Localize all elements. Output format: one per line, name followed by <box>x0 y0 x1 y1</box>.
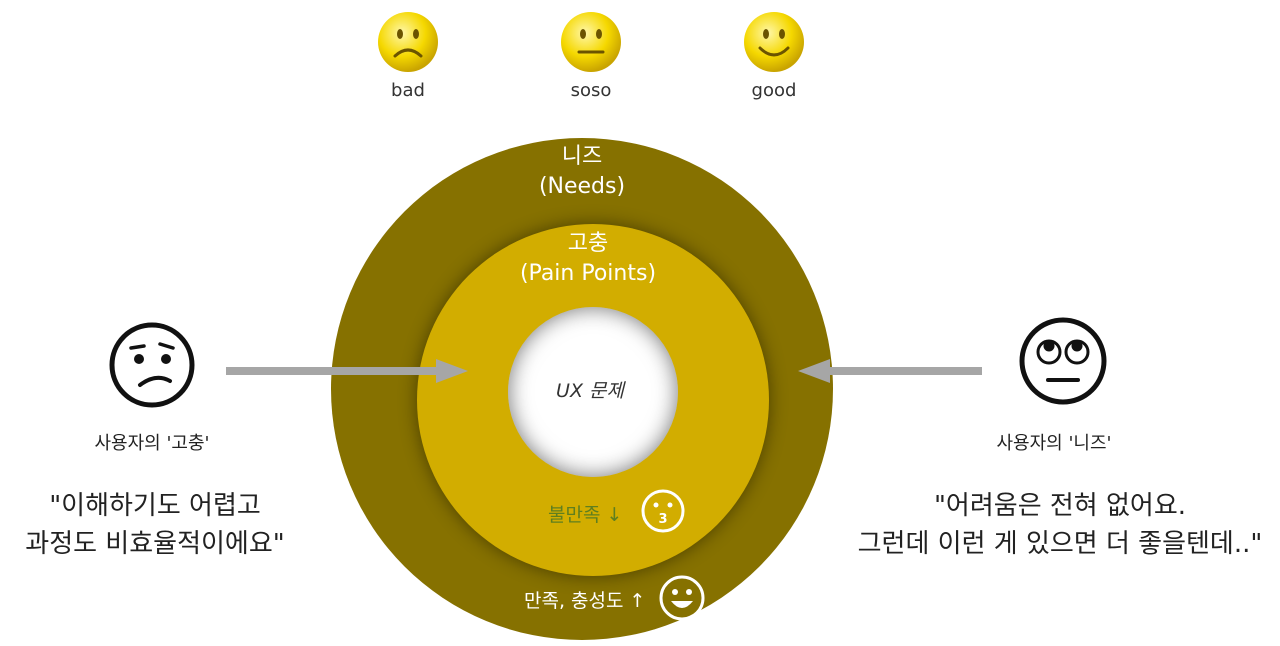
ux-problem-label: UX 문제 <box>556 380 624 402</box>
right-quote-line: "어려움은 전혀 없어요. <box>933 491 1187 521</box>
mood-label: soso <box>570 80 612 101</box>
needs-title-text: 니즈 <box>561 144 603 169</box>
satisfaction-label: 만족, 충성도 ↑ <box>524 590 646 612</box>
mood-good: good <box>724 10 824 101</box>
needs-title: 니즈 (Needs) <box>432 142 732 202</box>
right-user-label: 사용자의 '니즈' <box>996 433 1112 454</box>
happy-face-icon <box>744 12 804 72</box>
svg-text:3: 3 <box>658 512 667 527</box>
mood-label: bad <box>391 80 425 101</box>
dissatisfaction-label: 불만족 ↓ <box>548 504 623 526</box>
left-quote-line: 과정도 비효율적이에요" <box>25 529 285 559</box>
right-quote-line: 그런데 이런 게 있으면 더 좋을텐데.." <box>857 529 1263 559</box>
needs-subtitle-text: (Needs) <box>538 174 626 199</box>
right-user-quote: "어려움은 전혀 없어요. 그런데 이런 게 있으면 더 좋을텐데.." <box>845 487 1275 563</box>
mood-bad: bad <box>358 10 458 101</box>
neutral-face-icon <box>561 12 621 72</box>
pain-points-arrow <box>226 359 468 383</box>
sad-face-icon <box>378 12 438 72</box>
worried-face-icon <box>109 322 195 408</box>
left-quote-line: "이해하기도 어렵고 <box>49 491 261 521</box>
left-user-label: 사용자의 '고충' <box>94 433 210 454</box>
kissing-face-icon: 3 <box>641 489 685 533</box>
grinning-face-icon <box>659 575 705 621</box>
pain-points-subtitle-text: (Pain Points) <box>519 261 657 286</box>
eye-roll-face-icon <box>1019 317 1107 405</box>
pain-points-title: 고충 (Pain Points) <box>438 229 738 289</box>
mood-label: good <box>751 80 797 101</box>
pain-points-title-text: 고충 <box>567 231 609 256</box>
ux-problem-core <box>508 307 678 477</box>
mood-soso: soso <box>541 10 641 101</box>
left-user-quote: "이해하기도 어렵고 과정도 비효율적이에요" <box>10 487 300 563</box>
needs-arrow <box>798 359 982 383</box>
